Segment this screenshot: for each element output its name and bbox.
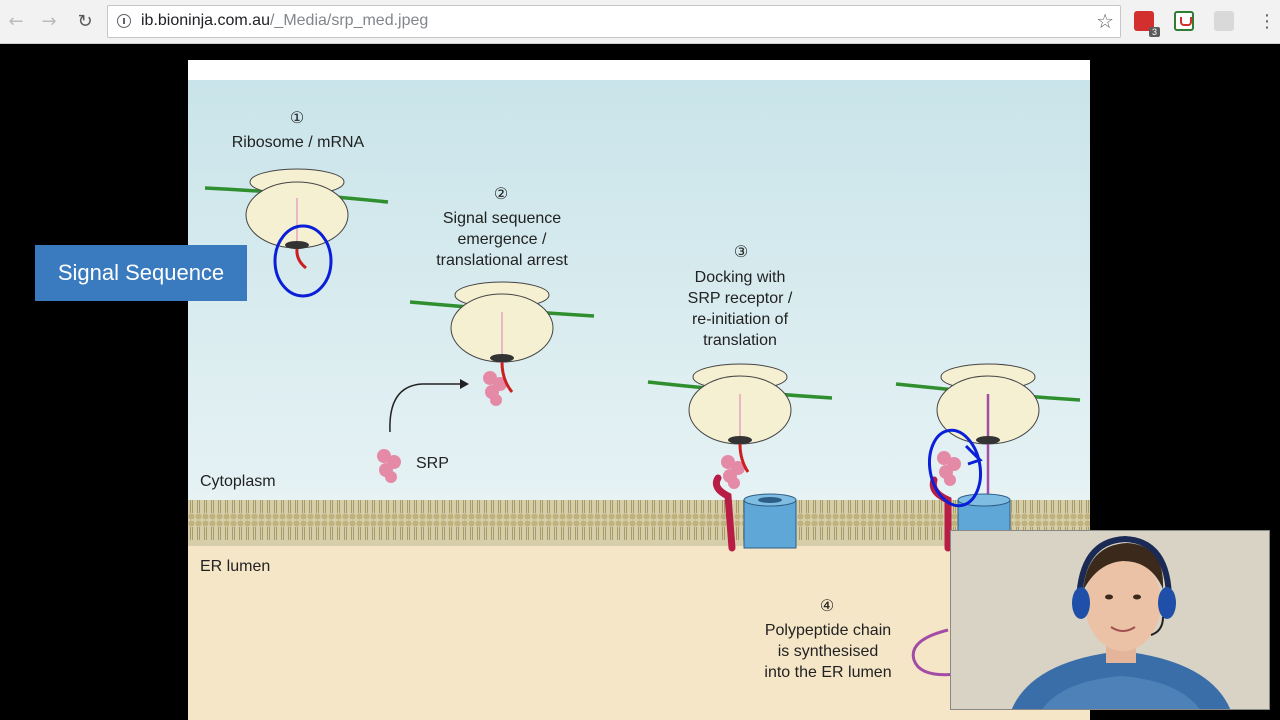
step3-title-line4: translation	[703, 332, 777, 349]
step1-title: Ribosome / mRNA	[231, 134, 365, 151]
cytoplasm-region	[188, 80, 1090, 500]
extension-grey-icon[interactable]	[1214, 11, 1234, 31]
step4-title-line1: Polypeptide chain	[764, 622, 892, 639]
step3-title: Docking with SRP receptor / re-initiatio…	[650, 267, 830, 351]
er-membrane	[188, 500, 1090, 546]
arrow-right-icon[interactable]: →	[41, 11, 57, 32]
annotation-mark	[964, 444, 983, 466]
pocket-extension-icon[interactable]	[1174, 11, 1194, 31]
step2-title-line2: emergence /	[457, 231, 547, 248]
step4-title: Polypeptide chain is synthesised into th…	[738, 620, 918, 683]
step4-title-line3: into the ER lumen	[764, 664, 892, 681]
browser-toolbar: ← → ↻ ib.bioninja.com.au/_Media/srp_med.…	[0, 0, 1280, 44]
info-icon[interactable]	[117, 14, 131, 28]
srp-diagram: ① Ribosome / mRNA ② Signal sequence emer…	[188, 60, 1090, 720]
cytoplasm-label: Cytoplasm	[200, 473, 276, 490]
step4-title-line2: is synthesised	[777, 643, 879, 660]
webcam-video	[950, 530, 1270, 710]
step3-title-line2: SRP receptor /	[687, 290, 793, 307]
step1-number: ①	[289, 110, 305, 127]
reload-icon[interactable]: ↻	[77, 11, 93, 32]
ribosome-step3	[647, 363, 833, 552]
presenter-image	[951, 531, 1269, 709]
extension-badge: 3	[1148, 27, 1160, 37]
step3-number: ③	[733, 244, 749, 261]
ribosome-step2	[377, 281, 595, 483]
step3-title-line1: Docking with	[694, 269, 786, 286]
srp-label: SRP	[416, 455, 449, 472]
star-icon[interactable]: ☆	[1096, 9, 1114, 33]
arrow-left-icon[interactable]: ←	[8, 11, 24, 32]
url-path: /_Media/srp_med.jpeg	[269, 12, 429, 29]
address-bar[interactable]: ib.bioninja.com.au/_Media/srp_med.jpeg ☆	[107, 5, 1121, 38]
url-text[interactable]: ib.bioninja.com.au/_Media/srp_med.jpeg	[141, 12, 428, 30]
url-domain: ib.bioninja.com.au	[141, 12, 270, 29]
kebab-menu-icon[interactable]: ⋮	[1258, 11, 1276, 32]
step2-title-line3: translational arrest	[436, 252, 568, 269]
extension-red-icon[interactable]: 3	[1134, 11, 1160, 37]
ribosome-step1	[204, 168, 389, 270]
er-lumen-label: ER lumen	[200, 558, 271, 575]
step2-number: ②	[493, 186, 509, 203]
step3-title-line3: re-initiation of	[691, 311, 789, 328]
ribosome-step4	[895, 363, 1081, 677]
step4-number: ④	[819, 598, 835, 615]
diagram-svg	[188, 60, 1090, 720]
annotation-circle-2	[928, 428, 982, 508]
step2-title: Signal sequence emergence / translationa…	[412, 208, 592, 271]
step2-title-line1: Signal sequence	[442, 210, 562, 227]
signal-sequence-label-box: Signal Sequence	[35, 245, 247, 301]
annotation-circle-1	[273, 224, 333, 298]
